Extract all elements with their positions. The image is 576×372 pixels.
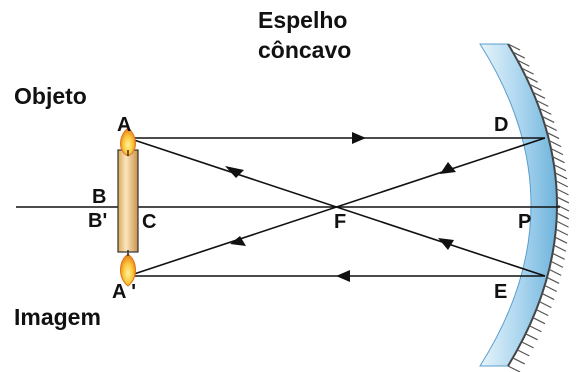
title-line-1: Espelho	[258, 7, 347, 33]
ray-arrows	[225, 132, 456, 282]
mirror-hatch-line	[556, 204, 570, 212]
mirror-hatch-line	[548, 268, 562, 276]
mirror-hatch-line	[529, 83, 542, 91]
mirror-hatch-line	[517, 59, 530, 67]
mirror-hatch-line	[550, 148, 564, 156]
point-A: A	[117, 114, 131, 136]
mirror-hatch-line	[544, 123, 558, 132]
mirror-hatch-line	[521, 341, 534, 349]
mirror-hatch-line	[556, 188, 569, 196]
mirror-hatch-line	[556, 212, 570, 220]
mirror-hatch-line	[517, 349, 530, 357]
mirror-hatch-line	[541, 293, 555, 301]
mirror-hatch-line	[529, 325, 542, 333]
mirror-hatch-line	[525, 75, 538, 83]
point-B-prime: B'	[88, 210, 107, 232]
title-line-2: côncavo	[258, 37, 351, 63]
mirror-hatch-line	[554, 172, 568, 180]
mirror-hatch-line	[512, 357, 526, 365]
mirror-hatch-line	[552, 252, 565, 260]
mirror-hatch-line	[553, 164, 567, 172]
mirror-hatch-line	[555, 228, 569, 236]
mirror-hatch-line	[555, 180, 569, 188]
point-E: E	[494, 281, 507, 303]
mirror-hatch-line	[550, 260, 564, 268]
mirror-hatch-line	[546, 276, 560, 284]
mirror-hatch-line	[556, 196, 570, 204]
mirror-hatch-line	[507, 365, 521, 372]
mirror-hatch-line	[539, 301, 552, 309]
mirror-hatch-line	[525, 333, 538, 341]
arrow-A-to-F	[225, 166, 244, 178]
mirror-hatch-line	[556, 220, 569, 228]
point-A-prime: A '	[112, 281, 136, 303]
mirror-hatch-line	[546, 132, 560, 140]
point-P: P	[518, 211, 531, 233]
image-label: Imagem	[14, 304, 101, 330]
object-label: Objeto	[14, 83, 87, 109]
point-D: D	[494, 114, 508, 136]
concave-mirror-icon	[479, 43, 570, 372]
mirror-hatch-line	[536, 99, 549, 107]
mirror-hatch-line	[536, 309, 549, 317]
ray-D-to-A-prime	[127, 137, 546, 277]
mirror-hatch-line	[552, 156, 565, 164]
arrow-D-to-F	[440, 162, 456, 174]
candle-image-icon	[120, 250, 136, 287]
mirror-hatch-line	[553, 244, 567, 252]
mirror-hatch-line	[507, 43, 521, 51]
arrow-F-to-A-prime	[230, 236, 246, 246]
mirror-hatch-line	[548, 140, 562, 148]
point-F: F	[334, 211, 346, 233]
mirror-hatch-line	[532, 317, 546, 325]
mirror-hatch-line	[539, 107, 552, 115]
arrow-right-top	[352, 132, 366, 144]
candle-object-icon	[117, 127, 139, 253]
arrow-F-to-E	[438, 238, 454, 250]
mirror-hatch-line	[532, 91, 546, 99]
mirror-hatch-line	[512, 51, 526, 59]
mirror-hatch-line	[554, 236, 568, 244]
mirror-hatch-line	[521, 67, 534, 75]
point-B: B	[92, 186, 106, 208]
mirror-hatch-line	[541, 115, 555, 123]
point-C: C	[142, 211, 156, 233]
mirror-hatch-line	[544, 284, 558, 293]
arrow-left-bottom	[336, 270, 350, 282]
